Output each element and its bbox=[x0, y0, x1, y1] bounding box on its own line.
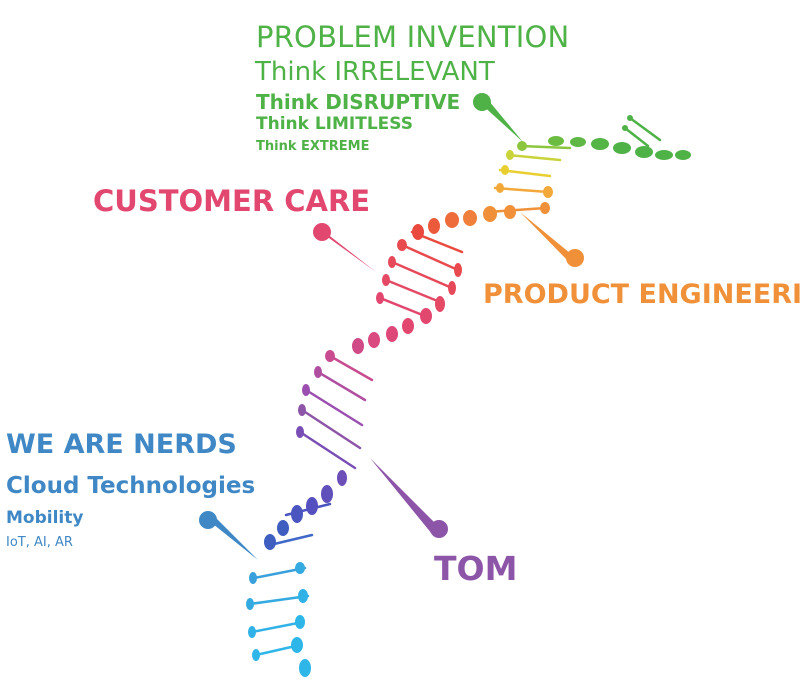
label-cloud-technologies: Cloud Technologies bbox=[6, 473, 256, 499]
label-think-disruptive: Think DISRUPTIVE bbox=[256, 90, 461, 114]
label-we-are-nerds: WE ARE NERDS bbox=[6, 429, 237, 460]
label-mobility: Mobility bbox=[6, 508, 84, 528]
pin-we-are-nerds bbox=[199, 511, 217, 529]
helix-beads bbox=[246, 115, 691, 677]
label-iot-ai-ar: IoT, AI, AR bbox=[6, 535, 73, 550]
label-problem-invention: PROBLEM INVENTION bbox=[256, 20, 570, 54]
label-think-extreme: Think EXTREME bbox=[256, 139, 370, 154]
label-think-irrelevant: Think IRRELEVANT bbox=[255, 57, 495, 87]
label-think-limitless: Think LIMITLESS bbox=[256, 114, 414, 134]
pin-product-engineering bbox=[566, 249, 584, 267]
label-customer-care: CUSTOMER CARE bbox=[93, 184, 371, 218]
pin-problem-invention bbox=[473, 93, 491, 111]
pin-customer-care bbox=[313, 223, 331, 241]
pin-tom bbox=[430, 520, 448, 538]
callout-pins bbox=[199, 93, 584, 560]
label-product-engineering: PRODUCT ENGINEERING bbox=[483, 279, 800, 310]
label-tom: TOM bbox=[434, 549, 518, 588]
